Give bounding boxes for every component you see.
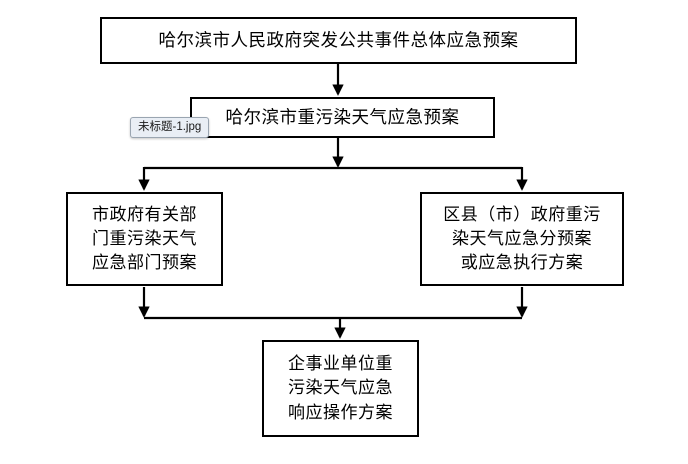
node-municipal-department-plan: 市政府有关部 门重污染天气 应急部门预案 (66, 192, 223, 286)
node-district-county-plan: 区县（市）政府重污 染天气应急分预案 或应急执行方案 (420, 192, 624, 286)
node-city-heavy-pollution-plan: 哈尔滨市重污染天气应急预案 (190, 97, 495, 138)
node-overall-emergency-plan: 哈尔滨市人民政府突发公共事件总体应急预案 (100, 17, 577, 64)
image-filename-tooltip: 未标题-1.jpg (130, 117, 210, 138)
node-enterprise-operation-plan: 企事业单位重 污染天气应急 响应操作方案 (262, 340, 419, 437)
